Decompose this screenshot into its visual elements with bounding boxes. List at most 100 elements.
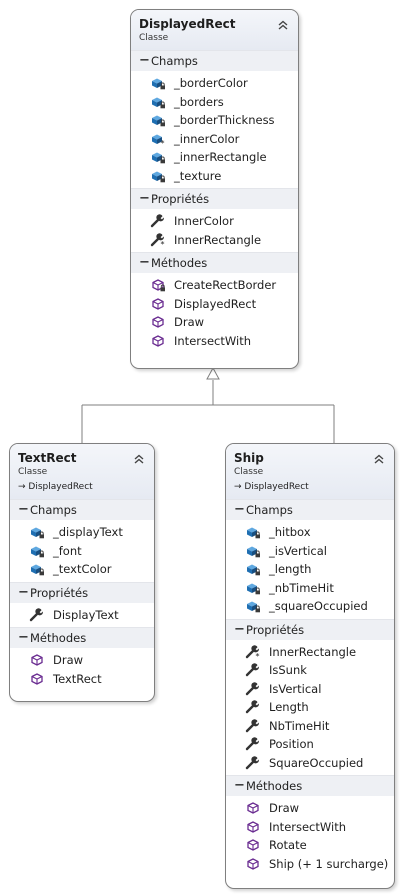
section-header[interactable]: −Méthodes: [226, 775, 394, 796]
field-icon: [150, 169, 166, 183]
member-item[interactable]: Length: [226, 698, 394, 717]
section-label: Champs: [246, 503, 293, 517]
member-name: Position: [269, 737, 314, 751]
member-item[interactable]: _textColor: [10, 560, 154, 579]
member-name: _borders: [174, 94, 224, 109]
field-icon: [245, 525, 261, 539]
member-item[interactable]: *InnerRectangle: [226, 643, 394, 662]
member-item[interactable]: IntersectWith: [131, 332, 298, 351]
member-item[interactable]: NbTimeHit: [226, 717, 394, 736]
class-name: DisplayedRect: [139, 17, 236, 31]
member-item[interactable]: _squareOccupied: [226, 597, 394, 616]
member-item[interactable]: _hitbox: [226, 523, 394, 542]
member-item[interactable]: Rotate: [226, 836, 394, 855]
member-name: _innerColor: [174, 131, 240, 146]
section-header[interactable]: −Méthodes: [10, 627, 154, 648]
member-item[interactable]: IntersectWith: [226, 818, 394, 837]
member-item[interactable]: TextRect: [10, 670, 154, 689]
member-item[interactable]: DisplayText: [10, 606, 154, 625]
member-name: IntersectWith: [174, 333, 252, 348]
member-item[interactable]: _innerRectangle: [131, 148, 298, 167]
method-icon: [245, 857, 261, 871]
section-body: DisplayText: [10, 603, 154, 628]
field-icon: [245, 544, 261, 558]
member-item[interactable]: IsSunk: [226, 661, 394, 680]
member-item[interactable]: Draw: [10, 651, 154, 670]
member-name: _innerRectangle: [174, 150, 267, 164]
collapse-icon[interactable]: [372, 450, 386, 464]
collapse-minus-icon[interactable]: −: [18, 584, 29, 600]
field-icon: [29, 525, 45, 539]
member-item[interactable]: _borderColor: [131, 74, 298, 93]
collapse-minus-icon[interactable]: −: [18, 630, 29, 645]
member-name: _borderThickness: [174, 113, 275, 127]
field-icon: [245, 599, 261, 613]
member-item[interactable]: InnerColor: [131, 212, 298, 231]
section-header[interactable]: −Champs: [131, 50, 298, 71]
member-item[interactable]: _font: [10, 542, 154, 561]
section-body: _hitbox_isVertical_length_nbTimeHit_squa…: [226, 520, 394, 619]
member-item[interactable]: _isVertical: [226, 542, 394, 561]
section-header[interactable]: −Champs: [10, 499, 154, 520]
member-item[interactable]: SquareOccupied: [226, 754, 394, 773]
class-box-textrect[interactable]: TextRect Classe → DisplayedRect −Champs_…: [9, 443, 155, 702]
member-item[interactable]: Draw: [131, 313, 298, 332]
member-item[interactable]: * _innerColor: [131, 130, 298, 149]
class-name: TextRect: [18, 451, 77, 465]
collapse-minus-icon[interactable]: −: [234, 778, 245, 793]
section-header[interactable]: −Propriétés: [226, 618, 394, 640]
section-label: Propriétés: [30, 585, 89, 600]
property-wrench-icon: [245, 719, 261, 733]
class-box-ship[interactable]: Ship Classe → DisplayedRect −Champs_hitb…: [225, 443, 395, 889]
field-icon: [150, 95, 166, 109]
member-item[interactable]: _texture: [131, 167, 298, 186]
field-icon: [245, 581, 261, 595]
member-name: _squareOccupied: [269, 599, 368, 613]
member-item[interactable]: *InnerRectangle: [131, 231, 298, 250]
collapse-icon[interactable]: [132, 450, 146, 464]
class-box-displayedrect[interactable]: DisplayedRect Classe −Champs _borderColor…: [130, 9, 299, 369]
class-kind: Classe: [18, 467, 48, 477]
property-wrench-icon: [29, 608, 45, 622]
collapse-minus-icon[interactable]: −: [234, 502, 245, 517]
property-wrench-icon: [245, 700, 261, 714]
member-item[interactable]: _borders: [131, 93, 298, 112]
collapse-minus-icon[interactable]: −: [139, 191, 150, 206]
field-icon: *: [150, 132, 166, 146]
member-item[interactable]: CreateRectBorder: [131, 276, 298, 295]
section-header[interactable]: −Méthodes: [131, 252, 298, 273]
property-wrench-icon: *: [150, 233, 166, 247]
member-item[interactable]: _borderThickness: [131, 111, 298, 130]
collapse-minus-icon[interactable]: −: [18, 502, 29, 517]
class-kind: Classe: [139, 33, 169, 43]
member-item[interactable]: DisplayedRect: [131, 295, 298, 314]
method-icon: [150, 334, 166, 348]
collapse-minus-icon[interactable]: −: [234, 621, 245, 637]
member-name: Draw: [53, 653, 84, 667]
member-item[interactable]: IsVertical: [226, 680, 394, 699]
section-label: Propriétés: [246, 622, 305, 637]
member-item[interactable]: _displayText: [10, 523, 154, 542]
member-name: _borderColor: [174, 76, 248, 90]
member-name: SquareOccupied: [269, 755, 364, 770]
inheritance-arrowhead: [206, 366, 220, 380]
section-label: Méthodes: [246, 779, 303, 793]
member-item[interactable]: _nbTimeHit: [226, 579, 394, 598]
member-item[interactable]: Ship (+ 1 surcharge): [226, 855, 394, 874]
section-header[interactable]: −Propriétés: [10, 581, 154, 603]
member-item[interactable]: Draw: [226, 799, 394, 818]
collapse-minus-icon[interactable]: −: [139, 53, 150, 68]
section-header[interactable]: −Propriétés: [131, 188, 298, 209]
member-name: Ship (+ 1 surcharge): [269, 856, 389, 871]
class-header: Ship Classe → DisplayedRect: [226, 444, 394, 499]
method-icon: [245, 801, 261, 815]
svg-text:*: *: [161, 139, 165, 146]
section-header[interactable]: −Champs: [226, 499, 394, 520]
member-name: Draw: [269, 801, 300, 815]
member-item[interactable]: Position: [226, 735, 394, 754]
collapse-icon[interactable]: [276, 16, 290, 30]
collapse-minus-icon[interactable]: −: [139, 255, 150, 270]
member-item[interactable]: _length: [226, 560, 394, 579]
class-sections: −Champs_displayText_font_textColor−Propr…: [10, 499, 154, 691]
